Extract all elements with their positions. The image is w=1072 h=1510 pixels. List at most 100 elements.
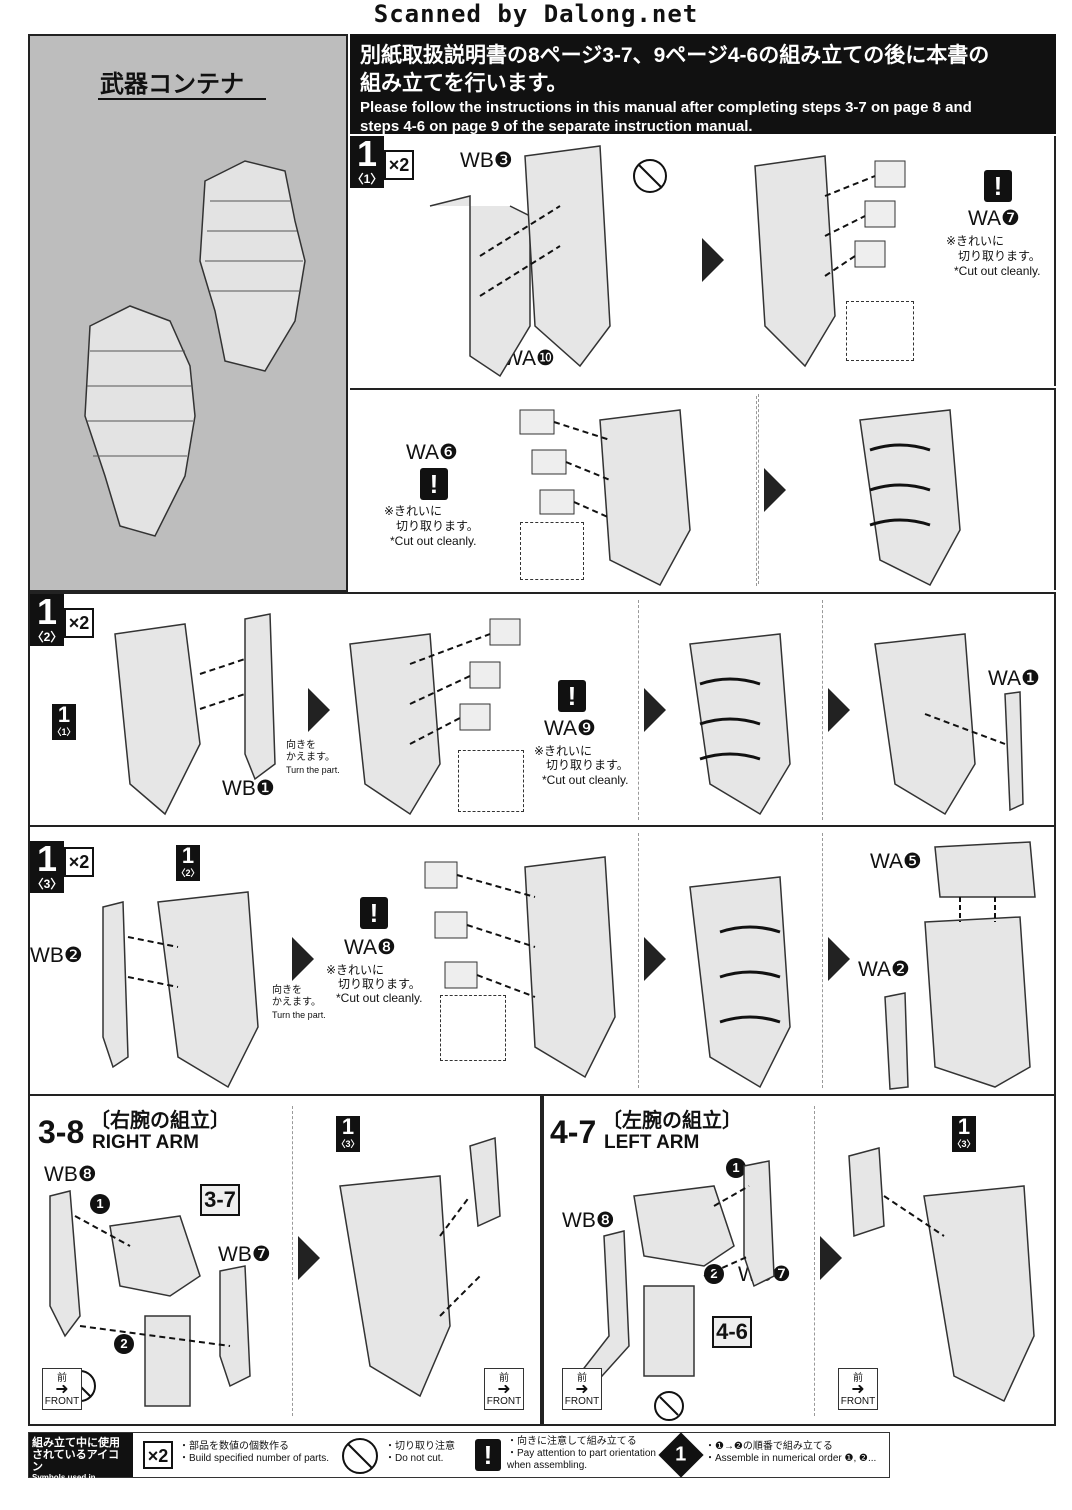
ref-step-1-2-badge: 1 〈2〉: [176, 845, 200, 881]
cut-note-en: *Cut out cleanly.: [542, 773, 629, 787]
order-1-icon: 1: [726, 1158, 746, 1178]
ref-step-number: 1: [57, 702, 71, 727]
legend-item1-jp: ・部品を数値の個数作る: [179, 1441, 289, 1452]
step-1-1-panel: 1 〈1〉 ×2 WB❸ WA❿ ! WA❼ ※きれいに 切り取ります。 *Cu…: [350, 136, 1056, 584]
step-arrow: [828, 937, 850, 981]
part-label-wa6: WA❻: [406, 441, 458, 464]
order-icon: 1: [658, 1432, 704, 1478]
part-label-wb8: WB❽: [562, 1209, 615, 1232]
assembly-illustration-2b: [349, 618, 521, 816]
legend-item1-en: ・Build specified number of parts.: [179, 1453, 330, 1464]
legend-item-orientation: ・向きに注意して組み立てる ・Pay attention to part ori…: [507, 1436, 656, 1472]
do-not-cut-icon: [342, 1438, 378, 1474]
intro-en-line2: steps 4-6 on page 9 of the separate inst…: [360, 118, 753, 135]
ref-step-sub: 〈3〉: [336, 1139, 360, 1149]
weapon-container-title: 武器コンテナ: [100, 71, 244, 98]
front-en: FRONT: [564, 1396, 600, 1407]
orientation-warning-icon: !: [360, 897, 388, 929]
cut-note-jp1: ※きれいに: [946, 234, 1005, 248]
turn-note-jp2: かえます。: [272, 997, 321, 1008]
step-number: 1: [36, 591, 58, 632]
cut-note-jp2: 切り取ります。: [546, 758, 629, 772]
x2-icon: ×2: [143, 1441, 173, 1469]
container-illustration-top: [199, 160, 306, 372]
cut-detail-box: [458, 750, 524, 812]
right-arm-jp-title: 〔右腕の組立〕: [90, 1110, 230, 1132]
part-label-wb1: WB❶: [222, 777, 275, 800]
legend-item-do-not-cut: ・切り取り注意 ・Do not cut.: [385, 1441, 455, 1465]
assembly-illustration-2d: [874, 633, 1024, 816]
turn-note-jp2: かえます。: [286, 752, 335, 763]
section-divider: [822, 833, 823, 1088]
symbol-legend: 組み立て中に使用 されているアイコン Symbols used in instr…: [28, 1432, 890, 1492]
front-en: FRONT: [486, 1396, 522, 1407]
front-jp: 前: [499, 1373, 509, 1384]
ref-step-1-1-badge: 1 〈1〉: [52, 704, 76, 740]
front-jp: 前: [57, 1373, 67, 1384]
intro-en-line1: Please follow the instructions in this m…: [360, 99, 972, 116]
legend-item3-en2: when assembling.: [507, 1460, 588, 1471]
cut-note-en: *Cut out cleanly.: [336, 991, 423, 1005]
legend-title-en: Symbols used in instructions: [32, 1473, 96, 1492]
right-arm-panel: 3-8 〔右腕の組立〕 RIGHT ARM WB❽ 3-7 WB❼ 1 2 前 …: [28, 1096, 542, 1426]
step-arrow: [702, 238, 724, 282]
intro-jp-line1: 別紙取扱説明書の8ページ3-7、9ページ4-6の組み立ての後に本書の: [360, 44, 990, 67]
orientation-warning-icon: !: [558, 680, 586, 712]
front-indicator: 前 ➜ FRONT: [484, 1368, 524, 1410]
section-divider: [814, 1106, 815, 1416]
orientation-warning-icon: !: [475, 1439, 501, 1471]
step-1-1-badge: 1 〈1〉: [350, 136, 384, 188]
intro-instructions: 別紙取扱説明書の8ページ3-7、9ページ4-6の組み立ての後に本書の 組み立てを…: [350, 34, 1056, 135]
ref-step-3-7: 3-7: [200, 1184, 240, 1216]
assembly-illustration-1a: [429, 145, 611, 378]
cut-note-en: *Cut out cleanly.: [390, 534, 477, 548]
part-label-wa7: WA❼: [968, 207, 1020, 230]
ref-step-number: 1: [341, 1114, 355, 1139]
ref-step-sub: 〈2〉: [176, 868, 200, 878]
do-not-cut-icon: [633, 159, 667, 193]
section-divider: [638, 833, 639, 1088]
weapon-container-panel: 武器コンテナ: [28, 34, 348, 592]
step-1-3-badge: 1 〈3〉: [30, 841, 64, 893]
order-2-icon: 2: [704, 1264, 724, 1284]
left-arm-illustration: [573, 1160, 775, 1421]
step-arrow: [292, 937, 314, 981]
left-arm-panel: 4-7 〔左腕の組立〕 LEFT ARM WB❽ WB❼ 4-6 1 2 前 ➜…: [542, 1096, 1056, 1426]
orientation-warning-icon: !: [984, 170, 1012, 202]
legend-title: 組み立て中に使用 されているアイコン Symbols used in instr…: [29, 1433, 133, 1492]
cut-note-jp1: ※きれいに: [534, 744, 593, 758]
step-arrow: [828, 688, 850, 732]
front-indicator: 前 ➜ FRONT: [42, 1368, 82, 1410]
legend-item2-en: ・Do not cut.: [385, 1453, 444, 1464]
front-en: FRONT: [840, 1396, 876, 1407]
legend-item2-jp: ・切り取り注意: [385, 1441, 455, 1452]
step-1-2-badge: 1 〈2〉: [30, 594, 64, 646]
legend-title-jp2: されているアイコン: [32, 1449, 120, 1473]
container-illustration-bottom: [84, 305, 196, 537]
step-1-3-panel: 1 〈3〉 ×2 1 〈2〉 WB❷ 向きを かえます。 Turn the pa…: [28, 826, 1056, 1096]
section-divider: [638, 600, 639, 820]
cut-note-jp2: 切り取ります。: [396, 519, 479, 533]
legend-item4-jp: ・❶→❷の順番で組み立てる: [705, 1441, 833, 1452]
order-2-badge: 2: [704, 1264, 724, 1284]
part-label-wb2: WB❷: [30, 944, 83, 967]
part-label-wa1: WA❶: [988, 667, 1040, 690]
cut-note-jp2: 切り取ります。: [958, 249, 1041, 263]
part-label-wa9: WA❾: [544, 717, 596, 740]
step-arrow: [820, 1236, 842, 1280]
front-indicator: 前 ➜ FRONT: [838, 1368, 878, 1410]
cut-note-jp1: ※きれいに: [326, 963, 385, 977]
order-1-badge: 1: [90, 1194, 110, 1214]
left-arm-container-illustration: [848, 1147, 1035, 1403]
front-en: FRONT: [44, 1396, 80, 1407]
step-arrow: [764, 468, 786, 512]
assembly-illustration-3b: [424, 856, 616, 1079]
front-arrow-icon: ➜: [55, 1381, 69, 1398]
part-label-wa2: WA❷: [858, 958, 910, 981]
ref-step-number: 1: [957, 1114, 971, 1139]
step-arrow: [644, 937, 666, 981]
cut-note-en: *Cut out cleanly.: [954, 264, 1041, 278]
step-arrow: [308, 688, 330, 732]
legend-item3-en: ・Pay attention to part orientation: [507, 1448, 656, 1459]
turn-note-jp1: 向きを: [286, 740, 316, 751]
